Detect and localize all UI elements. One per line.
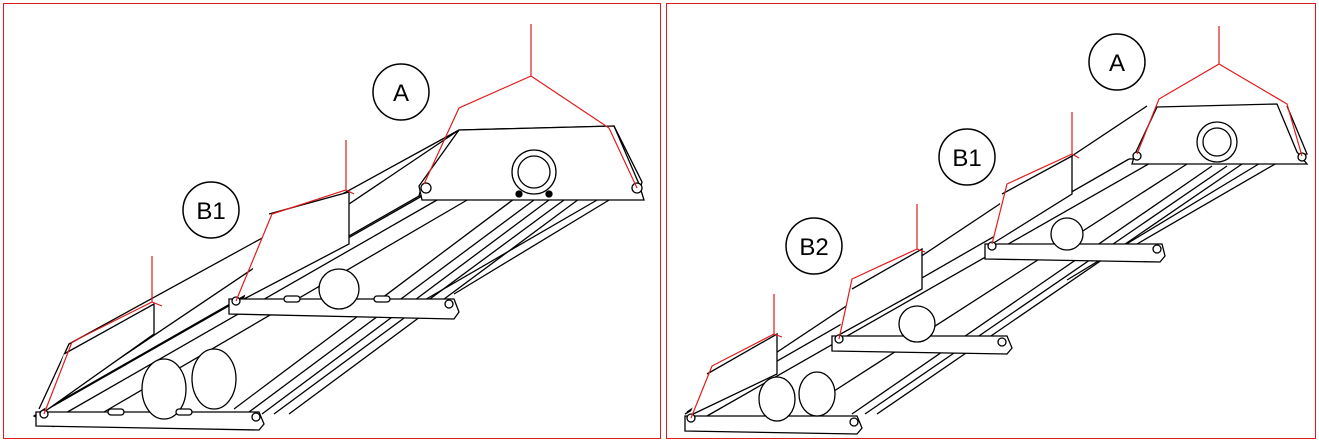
callout-b2-label: B2 xyxy=(799,234,828,261)
end-cap-a xyxy=(1131,103,1309,165)
mid-bracket-b1 xyxy=(228,191,460,320)
near-end-bracket xyxy=(35,302,265,431)
leader-lines xyxy=(43,24,638,415)
diagram-panel-right: A B1 B2 xyxy=(666,3,1316,439)
leader-lines xyxy=(690,26,1303,419)
fixture-assembly-drawing-left: A B1 xyxy=(32,24,645,431)
near-end-bracket xyxy=(684,332,863,435)
callout-a: A xyxy=(1088,33,1146,91)
callout-b2: B2 xyxy=(785,217,843,275)
callout-b1: B1 xyxy=(182,181,240,239)
callout-b1-label: B1 xyxy=(952,145,981,172)
fixture-assembly-drawing-right: A B1 B2 xyxy=(684,26,1309,435)
mid-bracket-b2 xyxy=(831,247,1013,355)
callout-a-label: A xyxy=(1109,50,1125,77)
end-cap-a xyxy=(418,125,645,201)
callout-a-label: A xyxy=(393,80,409,107)
diagram-panel-left: A B1 xyxy=(3,3,661,439)
callout-a: A xyxy=(372,63,430,121)
callout-b1-label: B1 xyxy=(196,198,225,225)
callout-b1: B1 xyxy=(938,128,996,186)
mid-bracket-b1 xyxy=(984,154,1166,263)
